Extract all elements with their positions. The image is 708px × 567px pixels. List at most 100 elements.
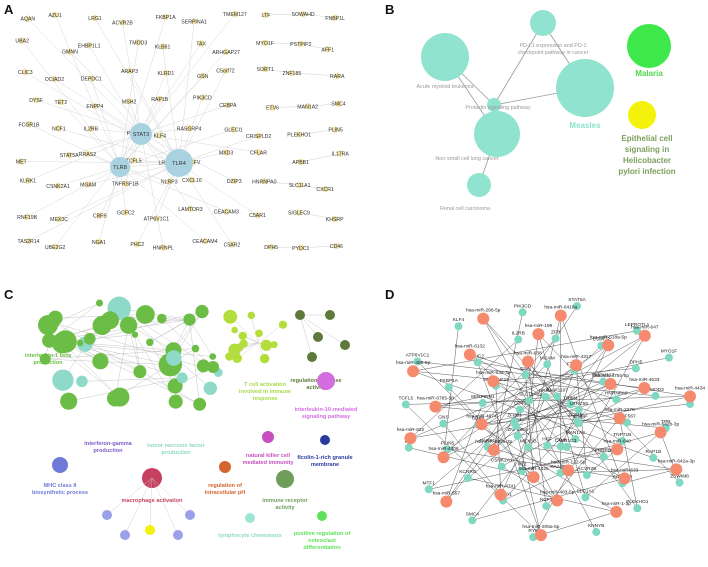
mirna-node — [670, 463, 682, 475]
pathway-label: Acute myeloid leukemia — [417, 84, 474, 90]
mirna-node — [476, 418, 488, 430]
term-node — [320, 435, 330, 445]
gene-node — [542, 393, 550, 401]
go-node — [239, 339, 248, 348]
go-node — [261, 340, 272, 351]
term-label: ficolin-1-rich granule — [297, 455, 352, 461]
gene-label: HNRNPL — [153, 246, 174, 252]
gene-label: GMNN — [62, 50, 78, 56]
term-node — [52, 457, 68, 473]
gene-label: DPH5 — [264, 245, 278, 251]
gene-label: SIGLEC9 — [288, 211, 310, 217]
gene-node — [514, 335, 522, 343]
mirna-label: hsa-miR-205a-5p — [522, 524, 559, 530]
go-node — [307, 352, 317, 362]
mirna-node — [562, 464, 574, 476]
go-node — [192, 345, 200, 353]
mirna-label: hsa-miR-6836-3p — [475, 439, 512, 445]
gene-label: OCIAD2 — [45, 77, 64, 83]
term-label: interleukin-10-mediated — [295, 407, 358, 413]
go-node — [166, 350, 181, 365]
mirna-node — [438, 451, 450, 463]
mirna-label: hsa-miR-518a-5p — [590, 334, 627, 340]
gene-label: PIK3CD — [514, 303, 532, 309]
gene-label: ZFP91 — [507, 413, 522, 419]
gene-label: TCFL5 — [399, 395, 414, 401]
gene-label: EHBP1L1 — [78, 43, 101, 49]
go-node — [195, 305, 208, 318]
gene-label: C5AR2 — [224, 242, 241, 248]
go-node — [120, 317, 137, 334]
helicobacter-label: pylori infection — [618, 167, 675, 176]
gene-node — [552, 334, 560, 342]
go-node — [255, 330, 263, 338]
go-node — [340, 340, 350, 350]
term-label: differentiation — [303, 545, 341, 551]
gene-node — [405, 444, 413, 452]
gene-label: ZFR — [551, 329, 561, 335]
gene-label: CEBPA — [219, 103, 237, 109]
edge — [251, 315, 258, 343]
gene-label: KHSRP — [326, 217, 344, 223]
term-node — [262, 431, 274, 443]
gene-label: LTF — [262, 13, 271, 19]
term-label: regulation of — [208, 483, 242, 489]
gene-label: KLB81 — [155, 45, 171, 51]
gene-label: AZU1 — [48, 13, 61, 19]
gene-label: ACVR2B — [577, 466, 596, 472]
go-node — [52, 369, 73, 390]
term-label: mediated immunity — [243, 460, 295, 466]
gene-node — [514, 432, 522, 440]
edge — [99, 167, 120, 242]
gene-label: MGAM — [540, 355, 555, 361]
gene-node — [516, 406, 524, 414]
edge — [55, 15, 120, 167]
gene-label: MET — [16, 160, 28, 166]
gene-label: LRG1 — [88, 16, 102, 22]
hub-label: STAT3 — [133, 132, 150, 138]
mirna-label: hsa-miR-6132 — [455, 344, 485, 350]
gene-label: FKBP1A — [156, 15, 176, 21]
gene-label: TET2 — [55, 100, 68, 106]
gene-label: HGF — [542, 436, 552, 442]
gene-label: FCGR1B — [18, 122, 40, 128]
gene-label: LAMTOR3 — [178, 207, 203, 213]
go-node — [239, 332, 247, 340]
gene-label: ZSWIM6 — [670, 474, 689, 480]
gene-label: RRAS2 — [79, 152, 96, 158]
gene-node — [574, 417, 582, 425]
gene-label: ARAP3 — [121, 69, 138, 75]
gene-label: C5AR1 — [249, 213, 266, 219]
gene-label: DPH5 — [629, 359, 642, 365]
gene-label: NCF1 — [52, 126, 66, 132]
gene-label: ARHGAP27 — [212, 50, 240, 56]
gene-label: ATP6V1C1 — [406, 352, 430, 358]
pathway-node — [556, 59, 614, 117]
gene-label: KIAA1107 — [547, 388, 569, 394]
term-label: production — [93, 448, 123, 454]
mirna-label: hsa-miR-2278 — [604, 407, 634, 413]
edge — [152, 478, 190, 515]
edge — [189, 320, 199, 405]
gene-node — [583, 471, 591, 479]
gene-label: TMEM127 — [223, 12, 247, 18]
measles-label: Measles — [569, 121, 601, 130]
edge — [107, 478, 152, 515]
helicobacter-label: signaling in — [625, 145, 670, 154]
term-label: membrane — [311, 462, 339, 468]
gene-node — [498, 462, 506, 470]
edge — [494, 23, 543, 105]
pathway-label: Renal cell carcinoma — [440, 206, 490, 212]
mirna-label: hsa-miR-6765-5p — [417, 396, 454, 402]
go-node — [92, 353, 108, 369]
go-node — [169, 395, 183, 409]
gene-label: GSN — [197, 74, 208, 80]
mirna-node — [477, 313, 489, 325]
gene-node — [632, 364, 640, 372]
go-node — [145, 525, 155, 535]
gene-label: CD46 — [330, 244, 343, 250]
gene-label: MAN1A2 — [566, 430, 586, 436]
mirna-node — [570, 359, 582, 371]
gene-label: STAT5A — [568, 297, 586, 303]
gene-label: FKBP1A — [440, 378, 459, 384]
